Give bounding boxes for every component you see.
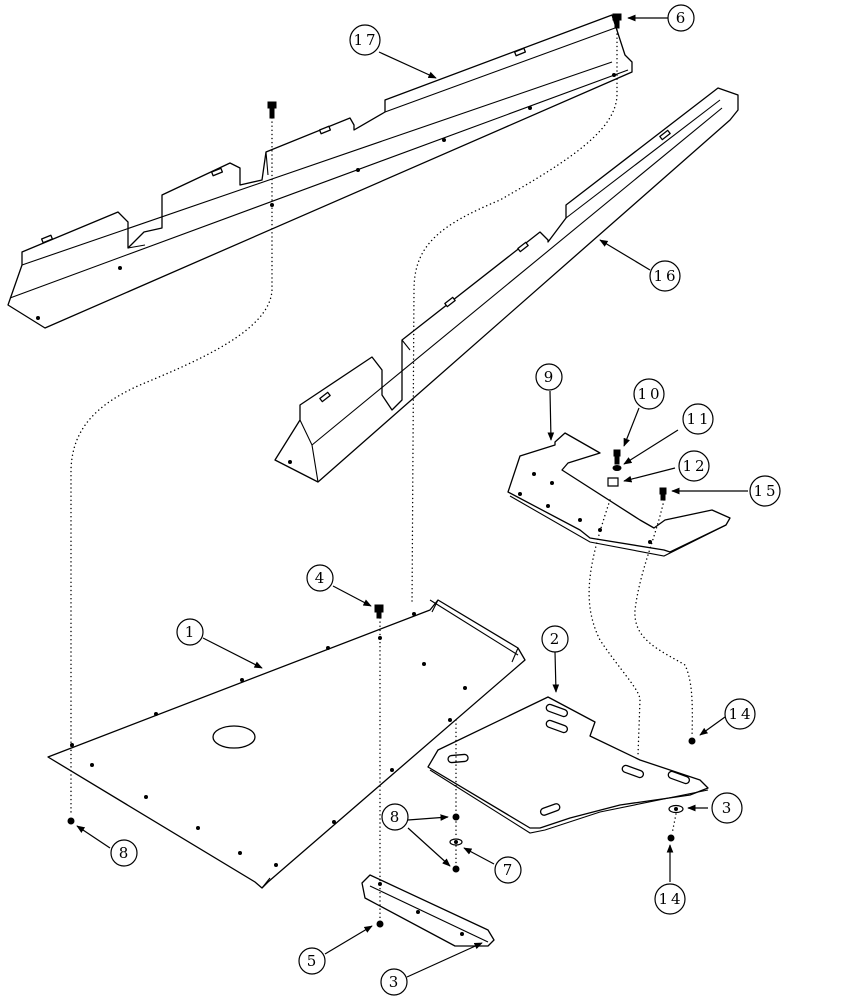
callout-label: 8 — [119, 844, 132, 862]
part-17-rail — [7, 14, 633, 329]
callout-label: 16 — [653, 267, 678, 285]
part-2-plate — [427, 696, 709, 834]
callout-label: 15 — [753, 482, 778, 500]
callout-16: 16 — [649, 260, 681, 292]
part-9-bracket — [507, 432, 731, 557]
callout-label: 2 — [550, 630, 563, 648]
callout-2: 2 — [541, 625, 569, 653]
callout-label: 14 — [658, 890, 683, 908]
callout-label: 17 — [353, 31, 378, 49]
callout-label: 5 — [307, 952, 320, 970]
callout-label: 10 — [637, 385, 662, 403]
callout-15: 15 — [749, 475, 781, 507]
callout-8-second: 8 — [381, 803, 409, 831]
callout-label: 3 — [389, 973, 402, 991]
callout-11: 11 — [682, 403, 714, 435]
callout-1: 1 — [176, 618, 204, 646]
callout-label: 9 — [544, 368, 557, 386]
part-3-small-bracket — [361, 874, 495, 947]
callout-7: 7 — [494, 856, 522, 884]
callout-17: 17 — [349, 24, 381, 56]
callout-label: 6 — [676, 9, 689, 27]
leader-lines — [76, 14, 748, 978]
callout-label: 11 — [686, 410, 711, 428]
callout-label: 12 — [682, 457, 707, 475]
callout-10: 10 — [633, 378, 665, 410]
callout-5: 5 — [298, 947, 326, 975]
callout-8: 8 — [110, 839, 138, 867]
callout-6: 6 — [667, 4, 695, 32]
callout-14: 14 — [724, 698, 756, 730]
callout-label: 4 — [315, 569, 328, 587]
callout-4: 4 — [306, 564, 334, 592]
part-16-rail — [274, 87, 739, 483]
callout-9: 9 — [535, 363, 563, 391]
callout-12: 12 — [678, 450, 710, 482]
part-1-floor-plate — [47, 599, 526, 889]
callout-label: 8 — [390, 808, 403, 826]
callout-label: 3 — [722, 799, 735, 817]
assembly-lines — [70, 29, 694, 919]
callout-3: 3 — [380, 968, 408, 996]
hardware — [67, 13, 696, 928]
callout-label: 7 — [503, 861, 516, 879]
callout-14-second: 14 — [654, 883, 686, 915]
callout-label: 1 — [185, 623, 198, 641]
callout-label: 14 — [728, 705, 753, 723]
callout-3-second: 3 — [711, 792, 743, 824]
